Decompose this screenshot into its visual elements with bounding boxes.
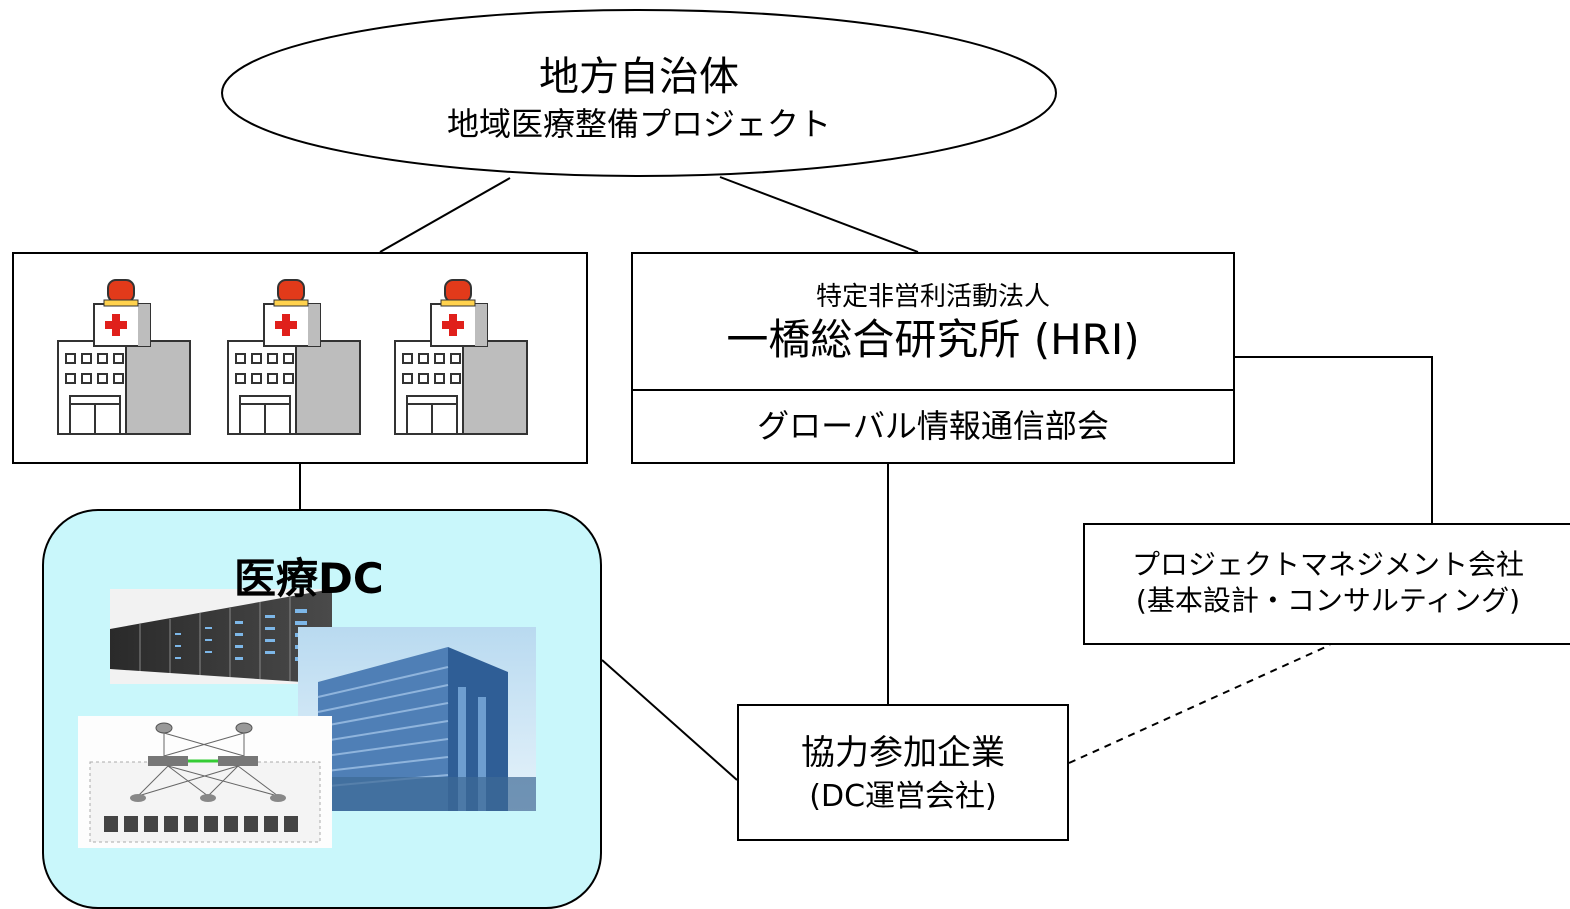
- hri-org-type: 特定非営利活動法人: [815, 282, 1050, 312]
- hospital-icon: [57, 279, 191, 435]
- authority-node: 地方自治体 地域医療整備プロジェクト: [222, 10, 1056, 146]
- hri-division: グローバル情報通信部会: [757, 407, 1109, 445]
- line-authority-hospitals: [379, 177, 511, 253]
- pm-company-role: (基本設計・コンサルティング): [1135, 584, 1521, 617]
- authority-ellipse: [221, 9, 1057, 177]
- connector-lines: [221, 9, 1433, 781]
- medical-dc-box: 医療DC: [42, 509, 602, 909]
- medical-dc-title: 医療DC: [234, 554, 384, 603]
- authority-title: 地方自治体: [539, 54, 739, 100]
- authority-subtitle: 地域医療整備プロジェクト: [446, 105, 831, 143]
- line-authority-hri: [719, 176, 919, 253]
- server-rack-image: [110, 589, 332, 684]
- line-dc-partner: [601, 659, 738, 781]
- line-hri-pm: [1235, 356, 1433, 523]
- line-partner-pm-dashed: [1068, 644, 1331, 764]
- hri-box: 特定非営利活動法人 一橋総合研究所 (HRI) グローバル情報通信部会: [631, 252, 1235, 464]
- hospital-icon: [227, 279, 361, 435]
- pm-company-name: プロジェクトマネジメント会社: [1131, 548, 1524, 581]
- hospital-icon: [394, 279, 528, 435]
- building-image: [298, 627, 536, 811]
- network-diagram-image: [78, 716, 332, 848]
- hri-name: 一橋総合研究所 (HRI): [726, 315, 1140, 364]
- partner-box: 協力参加企業 (DC運営会社): [737, 704, 1069, 841]
- partner-name: 協力参加企業: [801, 733, 1005, 773]
- partner-role: (DC運営会社): [809, 779, 997, 814]
- pm-company-box: プロジェクトマネジメント会社 (基本設計・コンサルティング): [1083, 523, 1570, 645]
- hospitals-box: [12, 252, 588, 464]
- hri-header: 特定非営利活動法人 一橋総合研究所 (HRI): [633, 254, 1233, 391]
